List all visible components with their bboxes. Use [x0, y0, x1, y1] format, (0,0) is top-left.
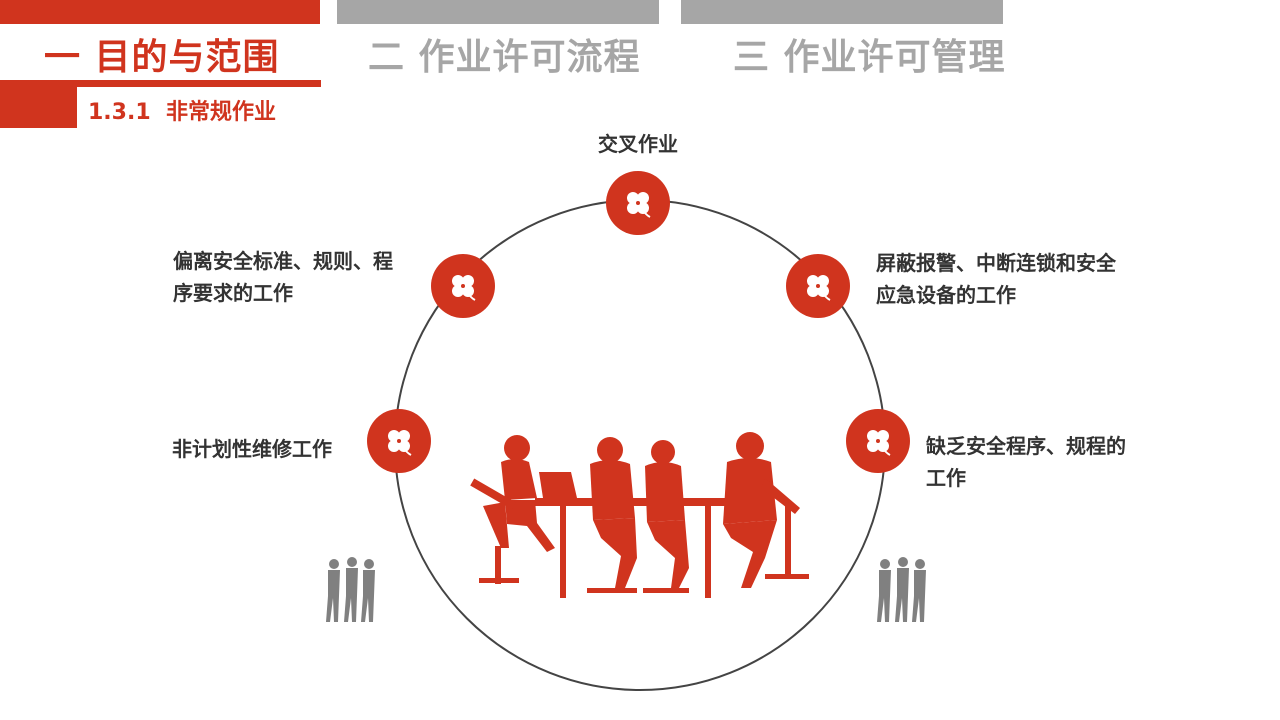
label-line: 非计划性维修工作	[172, 437, 332, 461]
label-unplanned-maintenance: 非计划性维修工作	[172, 433, 332, 465]
node-unplanned-maintenance	[367, 409, 431, 473]
tab-permit-process[interactable]: 二 作业许可流程	[368, 37, 641, 78]
section-title-text: 非常规作业	[165, 100, 276, 125]
section-title: 1.3.1 非常规作业	[88, 94, 276, 126]
people-silhouette-icon	[877, 557, 926, 622]
tab-bar-3	[681, 0, 1003, 24]
node-deviation	[431, 254, 495, 318]
label-alarm-bypass: 屏蔽报警、中断连锁和安全 应急设备的工作	[876, 247, 1116, 311]
clover-icon	[627, 192, 651, 218]
label-cross-operation: 交叉作业	[598, 128, 678, 160]
label-line: 应急设备的工作	[876, 283, 1016, 307]
label-line: 交叉作业	[598, 132, 678, 156]
section-underline	[0, 80, 321, 87]
label-lack-procedure: 缺乏安全程序、规程的 工作	[926, 430, 1126, 494]
node-cross-operation	[606, 171, 670, 235]
tab-bar-2	[337, 0, 659, 24]
label-line: 序要求的工作	[173, 281, 293, 305]
label-line: 工作	[926, 466, 966, 490]
tab-permit-management[interactable]: 三 作业许可管理	[733, 37, 1006, 78]
clover-icon	[452, 275, 476, 301]
clover-icon	[807, 275, 831, 301]
node-alarm-bypass	[786, 254, 850, 318]
section-marker	[0, 87, 77, 128]
label-line: 偏离安全标准、规则、程	[173, 249, 393, 273]
tab-purpose-scope[interactable]: 一 目的与范围	[44, 37, 280, 78]
node-lack-procedure	[846, 409, 910, 473]
label-line: 缺乏安全程序、规程的	[926, 434, 1126, 458]
people-silhouette-icon	[326, 557, 375, 622]
meeting-silhouette-icon	[470, 432, 809, 598]
clover-icon	[867, 430, 891, 456]
section-number: 1.3.1	[88, 100, 151, 125]
label-line: 屏蔽报警、中断连锁和安全	[876, 251, 1116, 275]
label-deviation: 偏离安全标准、规则、程 序要求的工作	[173, 245, 393, 309]
clover-icon	[388, 430, 412, 456]
tab-bar-1	[0, 0, 320, 24]
